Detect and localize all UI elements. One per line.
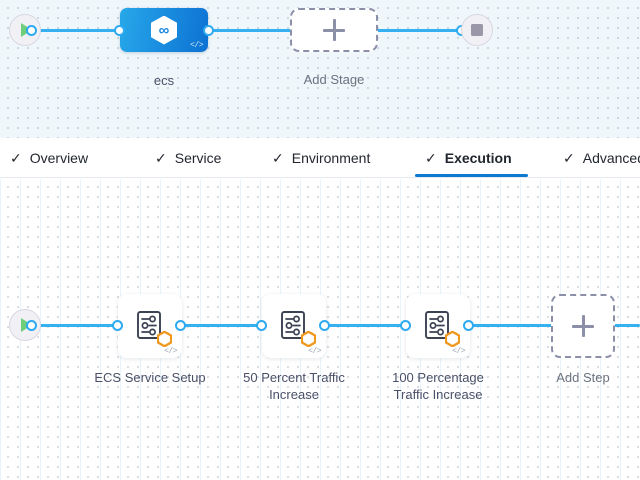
wire-exec-start-to-step1 bbox=[30, 324, 130, 327]
tab-environment[interactable]: ✓ Environment bbox=[272, 138, 370, 178]
aws-hexagon-badge bbox=[157, 331, 172, 347]
step-label-ecs-service-setup: ECS Service Setup bbox=[94, 370, 206, 385]
add-step-label: Add Step bbox=[556, 370, 610, 385]
check-icon: ✓ bbox=[425, 150, 437, 166]
step3-connector-dot-in[interactable] bbox=[400, 320, 411, 331]
ecs-step-settings-icon bbox=[421, 309, 460, 347]
stage-label-ecs: ecs bbox=[153, 73, 175, 88]
code-icon: </> bbox=[190, 41, 203, 50]
plus-icon bbox=[572, 315, 594, 337]
check-icon: ✓ bbox=[563, 150, 575, 166]
stage-connector-dot-in[interactable] bbox=[114, 25, 125, 36]
aws-hexagon-badge bbox=[445, 331, 460, 347]
wire-stage-to-addstage bbox=[204, 29, 294, 32]
stage-config-tabbar: ✓ Overview ✓ Service ✓ Environment ✓ Exe… bbox=[0, 138, 640, 178]
step-node-100-percentage-traffic-increase[interactable]: </> bbox=[406, 294, 470, 358]
tab-environment-label: Environment bbox=[291, 150, 371, 166]
tab-overview[interactable]: ✓ Overview bbox=[10, 138, 88, 178]
check-icon: ✓ bbox=[155, 150, 167, 166]
check-icon: ✓ bbox=[10, 150, 22, 166]
harness-cd-hexagon-icon: ∞ bbox=[151, 15, 177, 45]
tab-advanced[interactable]: ✓ Advanced bbox=[563, 138, 640, 178]
stage-connector-dot-start[interactable] bbox=[26, 25, 37, 36]
aws-hexagon-badge bbox=[301, 331, 316, 347]
ecs-step-settings-icon bbox=[277, 309, 316, 347]
exec-connector-dot-start[interactable] bbox=[26, 320, 37, 331]
step2-connector-dot-in[interactable] bbox=[256, 320, 267, 331]
tab-service-label: Service bbox=[174, 150, 222, 166]
step-node-ecs-service-setup[interactable]: </> bbox=[118, 294, 182, 358]
step2-connector-dot-out[interactable] bbox=[319, 320, 330, 331]
tab-advanced-label: Advanced bbox=[582, 150, 640, 166]
code-icon: </> bbox=[164, 347, 177, 356]
step-label-100-percentage-traffic-increase: 100 Percentage Traffic Increase bbox=[392, 370, 484, 402]
step3-connector-dot-out[interactable] bbox=[463, 320, 474, 331]
code-icon: </> bbox=[308, 347, 321, 356]
add-step-button[interactable] bbox=[551, 294, 615, 358]
wire-step2-to-step3 bbox=[319, 324, 419, 327]
step-node-50-percent-traffic-increase[interactable]: </> bbox=[262, 294, 326, 358]
active-tab-underline bbox=[415, 174, 528, 177]
step-label-50-percent-traffic-increase: 50 Percent Traffic Increase bbox=[243, 370, 345, 402]
stop-icon bbox=[471, 24, 483, 36]
stage-canvas[interactable]: ∞ </> ecs Add Stage bbox=[0, 0, 640, 138]
plus-icon bbox=[323, 19, 345, 41]
tab-overview-label: Overview bbox=[29, 150, 89, 166]
wire-start-to-stage bbox=[30, 29, 134, 32]
add-stage-label: Add Stage bbox=[303, 72, 365, 87]
wire-addstep-to-right bbox=[614, 324, 640, 327]
code-icon: </> bbox=[452, 347, 465, 356]
execution-canvas[interactable]: </> ECS Service Setup </> bbox=[0, 179, 640, 480]
tab-service[interactable]: ✓ Service bbox=[155, 138, 221, 178]
ecs-step-settings-icon bbox=[133, 309, 172, 347]
check-icon: ✓ bbox=[272, 150, 284, 166]
wire-addstage-to-end bbox=[374, 29, 462, 32]
add-stage-button[interactable] bbox=[290, 8, 378, 52]
tab-execution[interactable]: ✓ Execution bbox=[425, 138, 512, 178]
wire-step3-to-addstep bbox=[463, 324, 560, 327]
stage-connector-dot-out[interactable] bbox=[203, 25, 214, 36]
pipeline-end-node[interactable] bbox=[461, 14, 493, 46]
step1-connector-dot-in[interactable] bbox=[112, 320, 123, 331]
stage-node-ecs[interactable]: ∞ </> bbox=[120, 8, 208, 52]
step1-connector-dot-out[interactable] bbox=[175, 320, 186, 331]
wire-step1-to-step2 bbox=[175, 324, 275, 327]
tab-execution-label: Execution bbox=[444, 150, 512, 166]
